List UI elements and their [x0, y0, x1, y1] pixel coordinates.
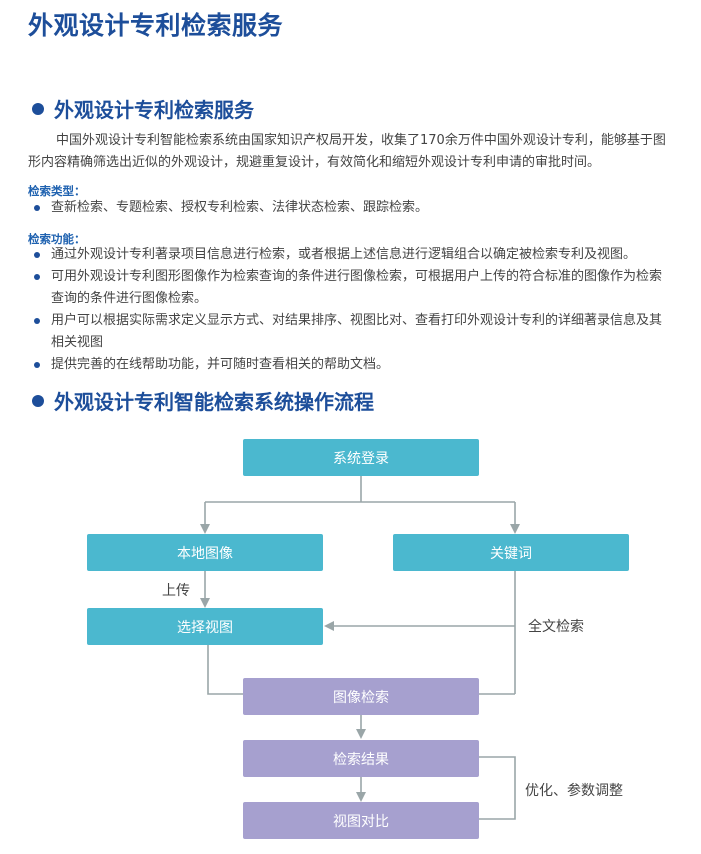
edge-label-optimize: 优化、参数调整 — [525, 783, 623, 799]
edge-label-upload: 上传 — [162, 583, 190, 599]
functions-label: 检索功能： — [28, 232, 86, 246]
flowchart: 系统登录 本地图像 关键词 选择视图 图像检索 检索结果 视图对比 上传 全文检… — [0, 430, 701, 854]
list-item-text: 用户可以根据实际需求定义显示方式、对结果排序、视图比对、查看打印外观设计专利的详… — [51, 313, 663, 350]
list-item: 查新检索、专题检索、授权专利检索、法律状态检索、跟踪检索。 — [34, 197, 664, 219]
section-heading-text: 外观设计专利检索服务 — [54, 98, 254, 122]
search-types-list: 查新检索、专题检索、授权专利检索、法律状态检索、跟踪检索。 — [34, 197, 664, 219]
section-heading-text: 外观设计专利智能检索系统操作流程 — [54, 390, 374, 414]
section-heading-service: 外观设计专利检索服务 — [32, 94, 254, 123]
bullet-icon — [34, 252, 40, 258]
list-item-text: 可用外观设计专利图形图像作为检索查询的条件进行图像检索，可根据用户上传的符合标准… — [51, 269, 663, 306]
list-item-text: 查新检索、专题检索、授权专利检索、法律状态检索、跟踪检索。 — [51, 200, 429, 215]
list-item: 通过外观设计专利著录项目信息进行检索，或者根据上述信息进行逻辑组合以确定被检索专… — [34, 244, 664, 266]
functions-list: 通过外观设计专利著录项目信息进行检索，或者根据上述信息进行逻辑组合以确定被检索专… — [34, 244, 664, 376]
list-item: 可用外观设计专利图形图像作为检索查询的条件进行图像检索，可根据用户上传的符合标准… — [34, 266, 664, 310]
flow-node-view-compare: 视图对比 — [243, 802, 479, 839]
list-item: 用户可以根据实际需求定义显示方式、对结果排序、视图比对、查看打印外观设计专利的详… — [34, 310, 664, 354]
flow-node-search-result: 检索结果 — [243, 740, 479, 777]
section-heading-flow: 外观设计专利智能检索系统操作流程 — [32, 386, 374, 415]
flow-node-select-view: 选择视图 — [87, 608, 323, 645]
bullet-dot-icon — [32, 102, 44, 115]
flow-node-keyword: 关键词 — [393, 534, 629, 571]
edge-label-fulltext: 全文检索 — [528, 619, 584, 635]
bullet-icon — [34, 318, 40, 324]
flow-node-login: 系统登录 — [243, 439, 479, 476]
flowchart-connectors — [200, 476, 520, 820]
list-item-text: 提供完善的在线帮助功能，并可随时查看相关的帮助文档。 — [51, 357, 390, 372]
list-item: 提供完善的在线帮助功能，并可随时查看相关的帮助文档。 — [34, 354, 664, 376]
flow-node-local-image: 本地图像 — [87, 534, 323, 571]
bullet-icon — [34, 362, 40, 368]
feedback-bracket — [479, 756, 516, 820]
intro-paragraph: 中国外观设计专利智能检索系统由国家知识产权局开发，收集了170余万件中国外观设计… — [28, 133, 666, 170]
bullet-dot-icon — [32, 394, 44, 407]
list-item-text: 通过外观设计专利著录项目信息进行检索，或者根据上述信息进行逻辑组合以确定被检索专… — [51, 247, 637, 262]
connector-line — [207, 644, 243, 695]
bullet-icon — [34, 205, 40, 211]
flow-node-image-search: 图像检索 — [243, 678, 479, 715]
bullet-icon — [34, 274, 40, 280]
page-title: 外观设计专利检索服务 — [28, 11, 284, 40]
search-types-label: 检索类型： — [28, 184, 86, 198]
